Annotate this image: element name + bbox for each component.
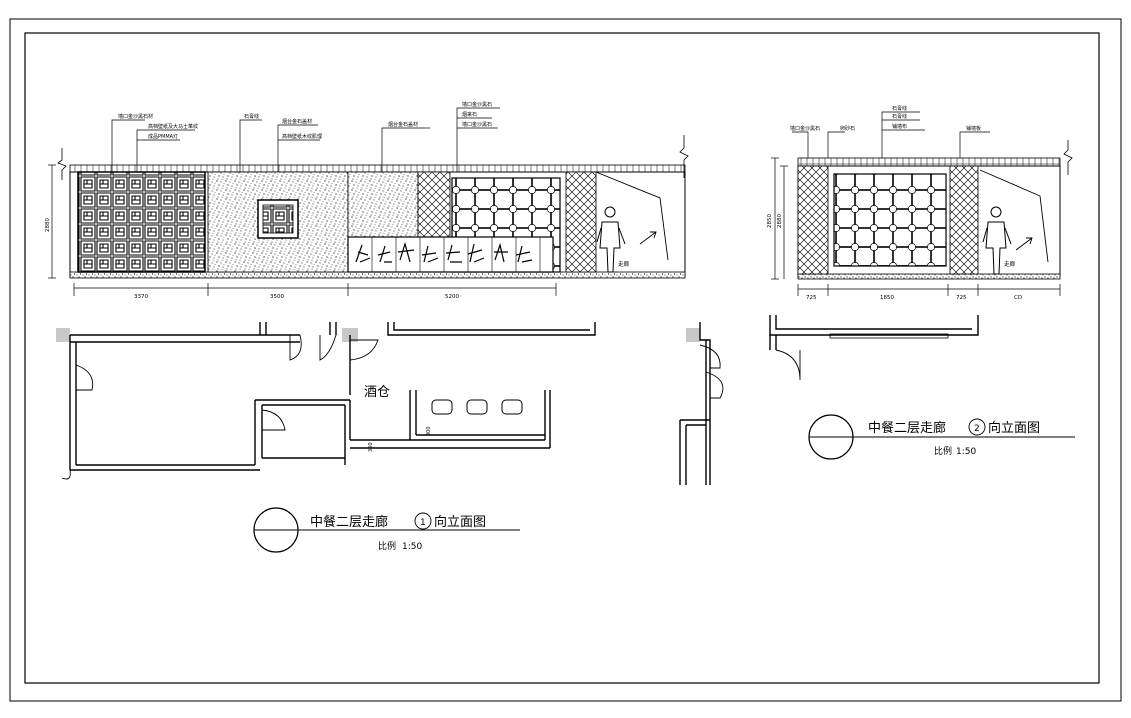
callout-4: 石膏线 (244, 113, 259, 120)
room-label-wine-cellar: 酒仓 (364, 385, 390, 400)
break-mark-3 (1063, 140, 1073, 175)
human-figure-1 (596, 206, 626, 273)
callout-2: 高档壁纸及大马士革纹 (148, 123, 198, 130)
callout-5: 烟台金石盖材 (282, 118, 312, 125)
elevation-2-height-label-2: 2880 (777, 214, 783, 228)
elevation-2-right-panel (949, 165, 979, 275)
plan-small-dim-2: 300 (426, 426, 432, 436)
callout-e2-4: 石膏线 (892, 113, 907, 120)
title-2-scale-label: 比例 (934, 445, 952, 457)
title-2-scale-value: 1:50 (956, 447, 976, 457)
counter-calligraphy (355, 241, 533, 263)
herringbone-panel-1 (417, 171, 451, 238)
elevation-2-ceiling (797, 157, 1061, 167)
elevation-1: 走廊 墙口金沙黑石材 高档壁纸及大马士革纹 成品PMMA灯 石膏线 烟台金石盖材… (45, 101, 689, 300)
wine-barrels (431, 399, 523, 415)
title-block-2: 中餐二层走廊 2 向立面图 比例 1:50 (808, 414, 1075, 460)
title-1-marker-circle (414, 512, 432, 530)
elevation-2-height-label: 2850 (767, 214, 773, 228)
door-swings (61, 334, 801, 480)
figure-label-2: 走廊 (1004, 260, 1016, 268)
e2-dim-label-3: 725 (956, 295, 967, 301)
elevation-1-dim-chain (73, 283, 557, 296)
title-1-marker-number: 1 (420, 518, 426, 528)
dim-label-3: 5200 (445, 294, 459, 300)
elevation-2-dim-chain (797, 284, 1061, 296)
dim-label-1: 3370 (134, 294, 148, 300)
title-2-marker-number: 2 (974, 424, 980, 434)
callout-7: 烟台金石盖材 (388, 121, 418, 128)
callout-3: 成品PMMA灯 (148, 133, 178, 140)
elevation-2: 走廊 墙口金沙黑石 卵砂石 石膏线 石膏线 铺墙布 铺墙板 2850 2880 (767, 105, 1073, 301)
human-figure-2 (982, 206, 1012, 275)
callout-e2-2: 卵砂石 (840, 125, 855, 132)
callout-8: 墙口金沙黑石 (462, 101, 492, 108)
title-block-1: 中餐二层走廊 1 向立面图 比例 1:50 (253, 507, 520, 553)
title-2-prefix: 中餐二层走廊 (868, 420, 946, 436)
elevation-2-leaders (792, 111, 990, 158)
elevation-1-leaders (111, 107, 500, 172)
e2-dim-label-1: 725 (806, 295, 817, 301)
fret-screen-panel (77, 171, 206, 273)
callout-e2-6: 铺墙板 (966, 125, 981, 132)
inner-frame (24, 32, 1100, 684)
title-1-suffix: 向立面图 (434, 514, 486, 530)
callout-1: 墙口金沙黑石材 (118, 113, 153, 120)
title-1-prefix: 中餐二层走廊 (310, 514, 388, 530)
figure-label-1: 走廊 (618, 260, 630, 268)
counter-segments (371, 237, 541, 272)
elevation-1-ceiling (69, 164, 686, 173)
callout-e2-1: 墙口金沙黑石 (790, 125, 820, 132)
title-1-scale-label: 比例 (378, 540, 396, 552)
callout-e2-3: 石膏线 (892, 105, 907, 112)
e2-dim-label-2: 1850 (880, 295, 894, 301)
elevation-1-height-dim (48, 164, 56, 279)
elevation-1-height-label: 2880 (45, 218, 51, 232)
break-mark-1 (679, 135, 689, 178)
callout-6: 高档壁纸木纹肌理 (282, 133, 322, 140)
break-mark-2 (57, 148, 67, 180)
elevation-1-floor (69, 271, 686, 279)
title-2-marker-circle (968, 418, 986, 436)
elevation-2-grid-panel (833, 173, 947, 267)
dim-label-2: 3500 (270, 294, 284, 300)
stone-panel-2 (347, 171, 419, 238)
herringbone-panel-2 (565, 171, 597, 273)
elevation-2-left-panel (797, 165, 829, 275)
callout-e2-5: 铺墙布 (892, 123, 907, 130)
column-marker-1 (56, 328, 70, 342)
direction-arrow-1 (595, 171, 669, 261)
callout-10: 墙口金沙黑石 (462, 121, 492, 128)
plan-cabinet (829, 333, 949, 339)
elevation-2-floor (797, 273, 1061, 280)
column-marker-3 (686, 328, 700, 342)
plan-small-dim-1: 300 (368, 442, 374, 452)
elevation-2-height-dims (771, 157, 788, 280)
outer-frame (9, 18, 1122, 702)
direction-arrow-2 (979, 169, 1049, 263)
title-1-scale-value: 1:50 (402, 542, 422, 552)
floor-plan (56, 315, 979, 485)
callout-9: 烟来石 (462, 111, 477, 118)
e2-dim-label-4: CD (1014, 295, 1022, 301)
title-2-suffix: 向立面图 (988, 420, 1040, 436)
decor-frame-inner (262, 204, 294, 234)
